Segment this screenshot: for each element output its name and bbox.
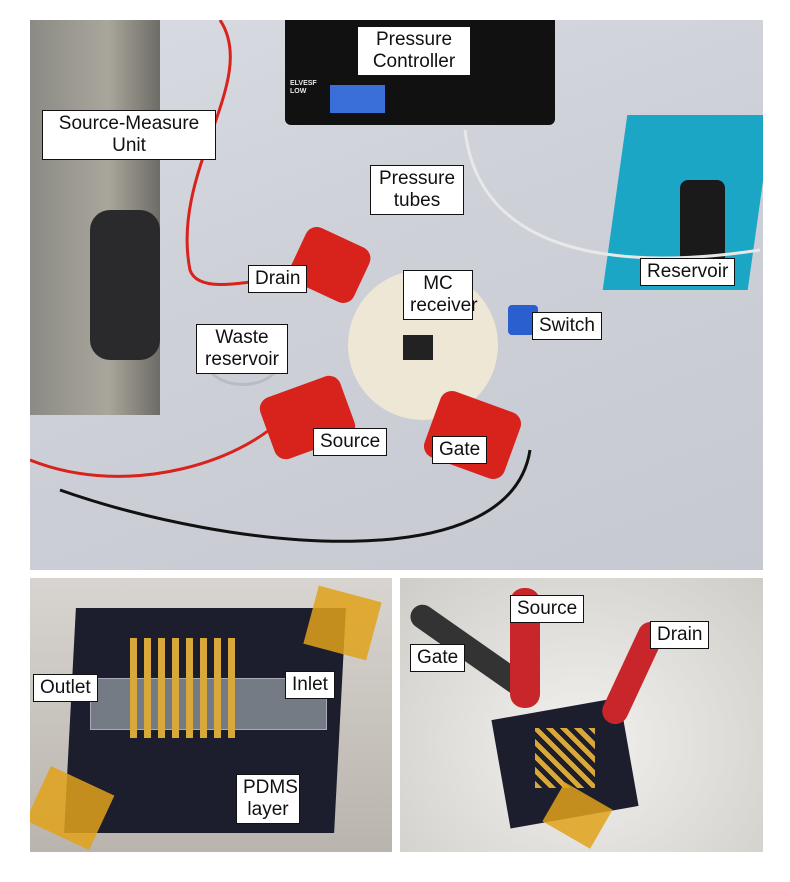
mc-receiver-chip [403, 335, 433, 360]
probing-photo: Source Drain Gate [400, 578, 763, 852]
label-mc-receiver: MC receiver [403, 270, 478, 320]
label-gate: Gate [410, 644, 466, 672]
label-drain: Drain [650, 621, 710, 649]
cables [30, 20, 761, 543]
label-drain: Drain [248, 265, 308, 293]
label-gate: Gate [432, 436, 488, 464]
label-source: Source [510, 595, 585, 623]
chip-closeup-photo: Outlet Inlet PDMS layer [30, 578, 392, 852]
setup-photo: ELVESFLOW Pressure Controller Source-Mea… [30, 20, 763, 570]
label-source-measure-unit: Source-Measure Unit [42, 110, 216, 160]
label-pressure-controller: Pressure Controller [357, 26, 471, 76]
label-outlet: Outlet [33, 674, 98, 702]
label-pdms-layer: PDMS layer [236, 774, 300, 824]
label-reservoir: Reservoir [640, 258, 736, 286]
smu-handle [90, 210, 160, 360]
label-source: Source [313, 428, 388, 456]
label-waste-reservoir: Waste reservoir [196, 324, 288, 374]
gold-electrodes [130, 638, 240, 738]
gold-electrodes [535, 728, 595, 788]
controller-screen [330, 85, 385, 113]
label-inlet: Inlet [285, 671, 335, 699]
label-switch: Switch [532, 312, 602, 340]
device-brand-logo: ELVESFLOW [290, 80, 317, 95]
label-pressure-tubes: Pressure tubes [370, 165, 464, 215]
